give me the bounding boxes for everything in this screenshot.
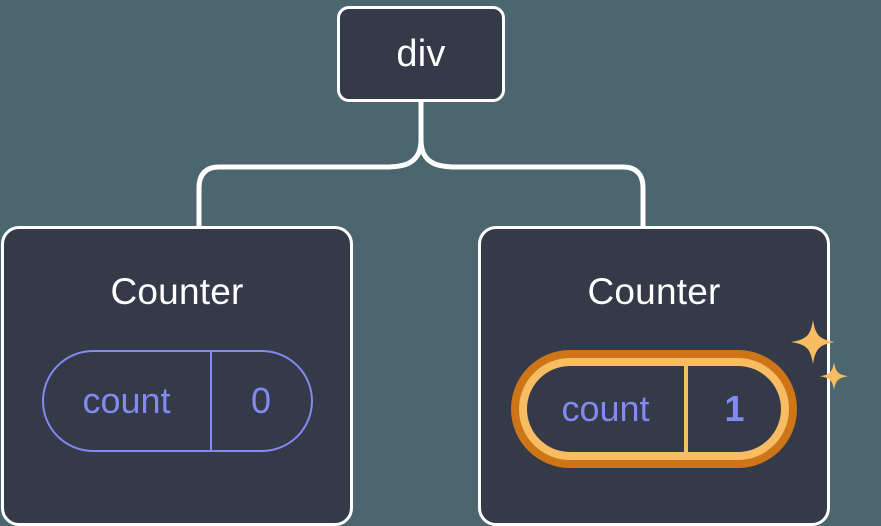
- node-counter-right[interactable]: Counter count 1: [478, 226, 848, 526]
- state-pill-right-wrap: count 1: [511, 320, 848, 468]
- state-pill-right[interactable]: count 1: [511, 350, 797, 468]
- edge-to-right-child: [418, 137, 646, 229]
- state-value-right: 1: [684, 366, 781, 452]
- state-key-left: count: [82, 380, 171, 421]
- node-div-label: div: [396, 33, 446, 75]
- sparkle-small-icon: [820, 362, 848, 390]
- edge-to-left-child: [196, 137, 424, 229]
- state-value-left: 0: [209, 352, 311, 450]
- diagram-canvas: div Counter count 0 Counter count 1: [1, 6, 848, 526]
- state-pill-right-core: count 1: [527, 366, 781, 452]
- node-counter-left[interactable]: Counter count 0: [1, 226, 353, 526]
- state-pill-left[interactable]: count 0: [41, 350, 313, 452]
- state-pill-right-ring: count 1: [519, 358, 789, 460]
- sparkle-large-icon: [791, 320, 835, 364]
- node-div[interactable]: div: [337, 6, 505, 102]
- node-counter-right-title: Counter: [587, 271, 721, 312]
- state-pill-left-wrap: count 0: [41, 350, 313, 452]
- sparkle-group: [791, 320, 848, 390]
- node-counter-left-title: Counter: [110, 271, 244, 312]
- state-key-right: count: [561, 388, 650, 429]
